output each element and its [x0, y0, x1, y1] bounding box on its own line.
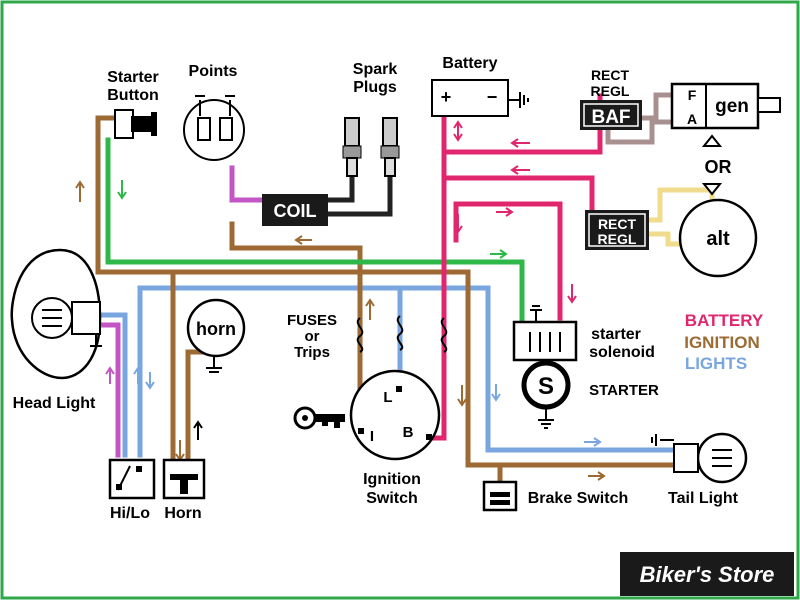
ignition-switch-label-2: Switch [366, 490, 418, 507]
rect-regl-top-label-1: RECT [591, 67, 630, 83]
ignition-terminal-i: I [370, 428, 374, 445]
head-light-label: Head Light [13, 395, 96, 412]
fuses-label-1: FUSES [287, 312, 337, 329]
gen-terminal-a: A [687, 111, 697, 127]
starter-button-label-2: Button [107, 87, 159, 104]
starter-button-label-1: Starter [107, 69, 159, 86]
starter-button: Starter Button [107, 69, 159, 139]
ignition-terminal-l: L [383, 389, 392, 406]
tail-light: Tail Light [651, 432, 748, 507]
ignition-terminal-b: B [403, 424, 414, 441]
legend-lights: LIGHTS [685, 354, 747, 373]
starter-solenoid-label-2: solenoid [589, 344, 655, 361]
or-label: OR [705, 157, 732, 177]
spark-plugs-label-2: Plugs [353, 79, 397, 96]
points-wires [229, 165, 265, 203]
alternator: alt [678, 198, 758, 278]
horn: horn [186, 298, 246, 373]
fuse-2 [396, 315, 404, 351]
gen-label: gen [715, 96, 749, 117]
legend: BATTERY IGNITION LIGHTS [684, 311, 764, 373]
spark-plugs: Spark Plugs [342, 61, 400, 177]
legend-ignition: IGNITION [684, 333, 760, 352]
gen-wires [605, 92, 679, 145]
points: Points [183, 63, 245, 161]
starter-motor: S STARTER [521, 360, 659, 429]
rect-regl-bottom-label-2: REGL [598, 231, 637, 247]
brand-badge: Biker's Store [620, 552, 794, 596]
hi-lo-switch: Hi/Lo [108, 458, 156, 522]
horn-label: horn [196, 319, 236, 339]
fuses-label-3: Trips [294, 344, 330, 361]
battery-minus: − [487, 87, 498, 107]
plug-wires [322, 175, 393, 217]
horn-switch-label: Horn [164, 505, 201, 522]
spark-plugs-label-1: Spark [353, 61, 398, 78]
green-wires [105, 137, 525, 325]
tail-light-label: Tail Light [668, 490, 739, 507]
rect-regl-bottom-label-1: RECT [598, 216, 637, 232]
alt-wires [647, 187, 715, 247]
headlight-wires [97, 322, 121, 458]
coil-label: COIL [274, 201, 317, 221]
starter-solenoid-label-1: starter [591, 326, 641, 343]
generator: F A gen [670, 82, 781, 130]
horn-switch: Horn [162, 458, 206, 522]
rect-regl-bottom: RECT REGL [585, 210, 649, 250]
gen-terminal-f: F [688, 87, 697, 103]
fuses: FUSES or Trips [287, 312, 448, 361]
starter-motor-symbol: S [538, 373, 554, 400]
legend-battery: BATTERY [685, 311, 764, 330]
wires [95, 92, 715, 485]
rect-regl-top-label-2: REGL [591, 83, 630, 99]
brand-label: Biker's Store [640, 562, 775, 587]
rect-regl-top: RECT REGL BAF [580, 67, 642, 130]
brake-switch-label: Brake Switch [528, 490, 628, 507]
fuse-3 [440, 317, 448, 353]
battery-plus: + [441, 87, 452, 107]
alt-label: alt [706, 228, 730, 250]
ignition-switch-label-1: Ignition [363, 471, 421, 488]
brake-switch: Brake Switch [482, 480, 628, 512]
spark-plug-1 [342, 117, 362, 177]
battery: + − Battery [431, 55, 529, 117]
key-icon [293, 406, 345, 430]
starter-solenoid: starter solenoid [512, 305, 655, 362]
fuses-label-2: or [305, 328, 320, 345]
baf-label: BAF [591, 107, 630, 128]
points-label: Points [189, 63, 238, 80]
hi-lo-label: Hi/Lo [110, 505, 150, 522]
coil: COIL [262, 194, 328, 226]
ignition-switch: L I B Ignition Switch [349, 369, 441, 507]
starter-label: STARTER [589, 382, 659, 399]
spark-plug-2 [380, 117, 400, 177]
battery-label: Battery [442, 55, 497, 72]
or-indicator: OR [701, 134, 732, 196]
head-light: Head Light [10, 248, 102, 412]
fuse-1 [356, 317, 364, 353]
